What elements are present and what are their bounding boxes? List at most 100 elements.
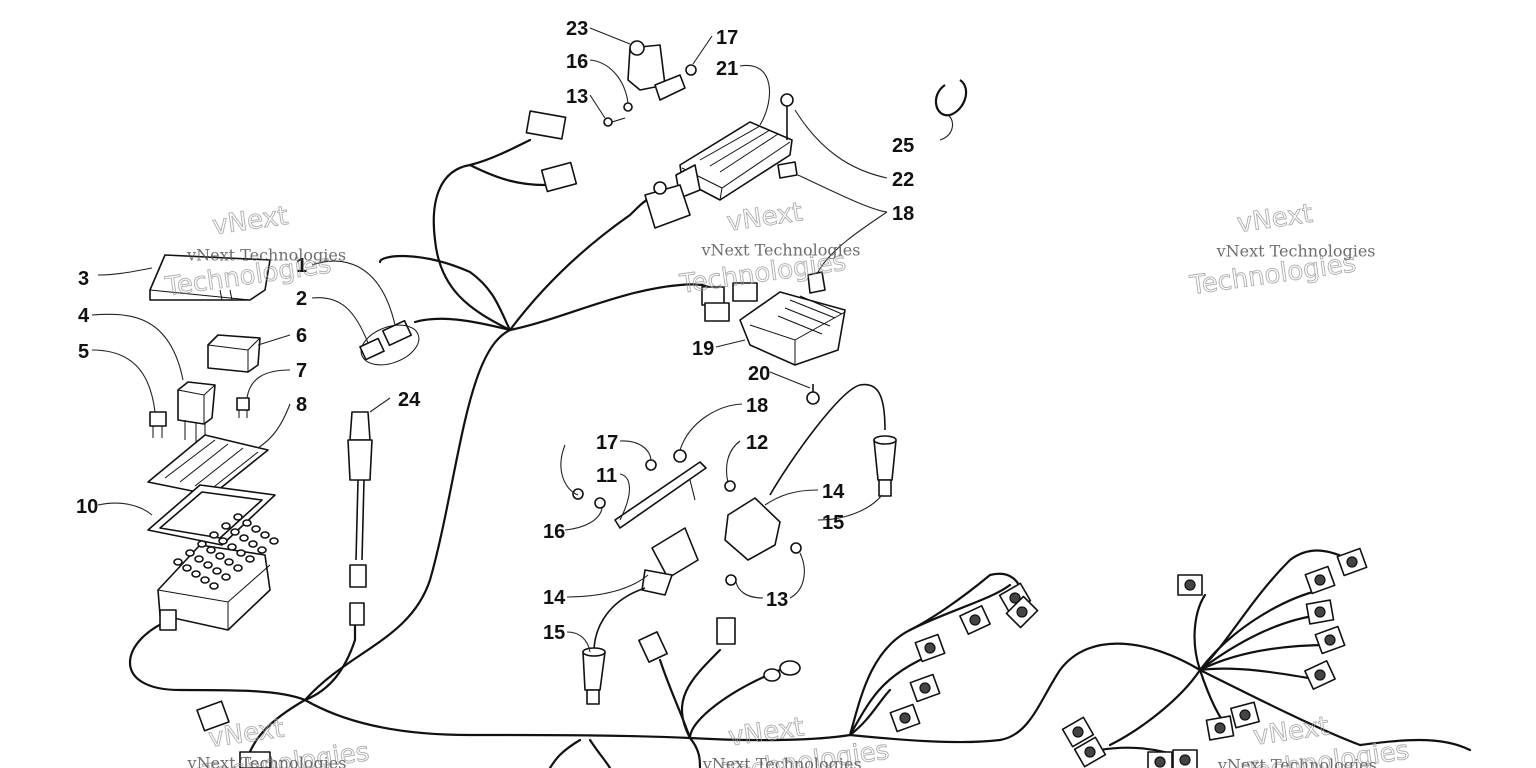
- connector-socket: [1179, 754, 1191, 766]
- fuse-socket: [224, 558, 234, 566]
- connector-socket: [1016, 606, 1028, 618]
- engine-control-unit: [675, 121, 793, 201]
- connector-socket: [1314, 669, 1326, 681]
- connector-socket: [1346, 556, 1358, 568]
- fuse-box-cover: [149, 254, 271, 301]
- svg-text:vNext Technologies: vNext Technologies: [701, 241, 861, 260]
- voltage-regulator: [739, 291, 846, 366]
- callout-10: 10: [76, 496, 98, 518]
- fuse-socket: [203, 561, 213, 569]
- relay-large: [207, 334, 261, 373]
- ignition-coil-lower: [593, 527, 699, 651]
- fuse-socket: [221, 573, 231, 581]
- svg-text:vNext Technologies: vNext Technologies: [1216, 241, 1376, 260]
- relay-small: [177, 381, 216, 442]
- fuse-socket: [173, 558, 183, 566]
- callout-11: 11: [596, 465, 617, 487]
- callout-18-upper: 18: [892, 203, 914, 225]
- fuse-socket: [191, 570, 201, 578]
- fuse-socket: [239, 534, 249, 542]
- callout-1: 1: [296, 255, 307, 277]
- leader-lines: [91, 27, 954, 653]
- callout-12: 12: [746, 432, 768, 454]
- callout-16-upper: 16: [566, 51, 588, 73]
- callout-20: 20: [748, 363, 770, 385]
- connector-socket: [1214, 722, 1226, 734]
- fuse-socket: [245, 555, 255, 563]
- connector-top-a: [525, 110, 578, 193]
- watermark-top-left: vNext Technologies vNext Technologies: [162, 201, 346, 303]
- fuse-socket: [233, 513, 243, 521]
- fuse-socket: [215, 552, 225, 560]
- fuse-block-base: [157, 513, 279, 631]
- connector-socket: [1009, 592, 1021, 604]
- fuse-socket: [260, 531, 270, 539]
- callout-8: 8: [296, 394, 307, 416]
- svg-text:vNext: vNext: [1235, 199, 1314, 239]
- svg-text:vNext: vNext: [726, 712, 805, 752]
- fuse-box-gasket: [147, 484, 276, 546]
- fuse-a: [149, 411, 167, 438]
- callout-3: 3: [78, 268, 89, 290]
- callout-16-lower: 16: [543, 521, 565, 543]
- fuse-socket: [182, 564, 192, 572]
- callout-19: 19: [692, 338, 714, 360]
- callout-2: 2: [296, 288, 307, 310]
- fuse-socket: [230, 528, 240, 536]
- callout-17-lower: 17: [596, 432, 618, 454]
- bottom-connectors-mid: [638, 617, 801, 682]
- fuse-socket: [200, 576, 210, 584]
- callout-7: 7: [296, 360, 307, 382]
- watermark-top-middle: vNext Technologies vNext Technologies: [677, 197, 861, 300]
- watermark-top-right: vNext Technologies vNext Technologies: [1187, 198, 1376, 301]
- fuse-label-plate: [147, 434, 269, 496]
- callout-5: 5: [78, 341, 89, 363]
- callout-24: 24: [398, 389, 421, 411]
- nut-mid: [807, 271, 826, 294]
- svg-text:vNext: vNext: [211, 201, 290, 241]
- callout-13-lower: 13: [766, 589, 788, 611]
- right-harness-connectors: [889, 547, 1368, 768]
- connector-socket: [969, 614, 981, 626]
- connector-socket: [1154, 756, 1166, 768]
- regulator-bolt: [806, 384, 820, 405]
- fuse-b: [236, 397, 250, 418]
- connector-socket: [1072, 726, 1084, 738]
- connector-socket: [1239, 709, 1251, 721]
- svg-text:vNext: vNext: [1251, 712, 1330, 752]
- fuse-socket: [242, 519, 252, 527]
- connector-socket: [1314, 606, 1326, 618]
- watermark-bottom-middle: vNext Technologies vNext Technologies: [702, 712, 892, 768]
- svg-text:vNext Technologies: vNext Technologies: [187, 753, 347, 768]
- svg-text:vNext: vNext: [725, 197, 804, 237]
- fuse-socket: [209, 582, 219, 590]
- ignition-coil-upper: [724, 383, 886, 561]
- fuse-socket: [257, 546, 267, 554]
- connector-socket: [1184, 579, 1196, 591]
- callout-22: 22: [892, 169, 914, 191]
- regulator-connectors: [701, 282, 758, 322]
- callout-15-lower: 15: [543, 622, 565, 644]
- fuse-socket: [227, 543, 237, 551]
- callout-13-upper: 13: [566, 86, 588, 108]
- connector-socket: [899, 712, 911, 724]
- svg-text:vNext Technologies: vNext Technologies: [1217, 755, 1377, 768]
- spark-plug-cap-lower: [582, 647, 606, 705]
- connector-socket: [1314, 574, 1326, 586]
- fuse-socket: [251, 525, 261, 533]
- fuse-socket: [206, 546, 216, 554]
- connector-socket: [924, 642, 936, 654]
- fuse-socket: [236, 549, 246, 557]
- coil-bracket: [614, 461, 707, 529]
- fuse-socket: [197, 540, 207, 548]
- oxygen-sensor: [347, 411, 373, 626]
- svg-text:vNext Technologies: vNext Technologies: [702, 755, 862, 768]
- spark-plug-cap-upper: [873, 435, 897, 497]
- callout-labels: 1 2 3 4 5 6 7 8 10 11 12 13 13 14 14 15 …: [76, 18, 914, 644]
- fuse-socket: [194, 555, 204, 563]
- mount-bolt: [780, 93, 794, 140]
- callout-17-upper: 17: [716, 27, 738, 49]
- fuse-socket: [212, 567, 222, 575]
- svg-text:vNext Technologies: vNext Technologies: [186, 245, 346, 264]
